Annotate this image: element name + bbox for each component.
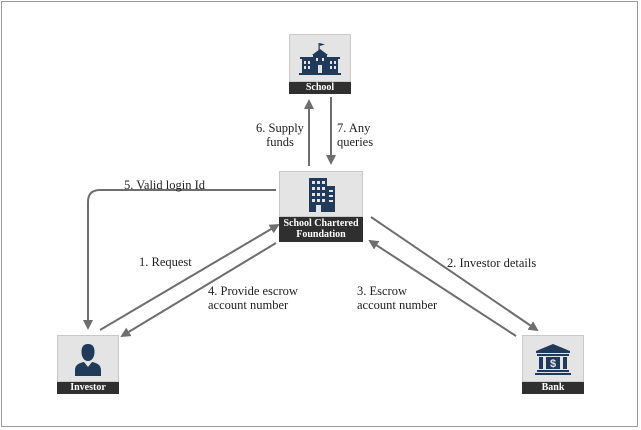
label-investor-details: 2. Investor details (447, 256, 537, 270)
investor-tile (57, 335, 119, 382)
bank-label: Bank (522, 382, 584, 394)
label-escrow-account: 3. Escrow account number (357, 284, 438, 312)
investor-node: Investor (57, 335, 119, 394)
foundation-label: School Chartered Foundation (279, 217, 363, 242)
arrow-valid-login (83, 189, 276, 330)
label-provide-escrow: 4. Provide escrow account number (208, 284, 298, 312)
label-valid-login: 5. Valid login Id (124, 178, 206, 192)
investor-label: Investor (57, 382, 119, 394)
school-tile (289, 34, 351, 82)
school-label: School (289, 82, 351, 94)
arrow-provide-escrow (120, 242, 277, 338)
bank-node: $ Bank (522, 335, 584, 394)
arrow-investor-details (370, 216, 539, 332)
foundation-tile (279, 171, 363, 217)
school-node: School (289, 34, 351, 94)
foundation-node: School Chartered Foundation (279, 171, 363, 242)
label-supply-funds: 6. Supply funds (256, 121, 304, 149)
school-building-icon (299, 43, 341, 75)
svg-text:$: $ (550, 358, 556, 370)
label-any-queries: 7. Any queries (337, 121, 374, 149)
arrow-request (99, 223, 280, 331)
person-icon (75, 343, 101, 376)
label-request: 1. Request (139, 255, 192, 269)
arrow-escrow-account (368, 239, 517, 337)
office-building-icon (309, 178, 335, 212)
bank-icon: $ (535, 343, 571, 375)
bank-tile: $ (522, 335, 584, 382)
